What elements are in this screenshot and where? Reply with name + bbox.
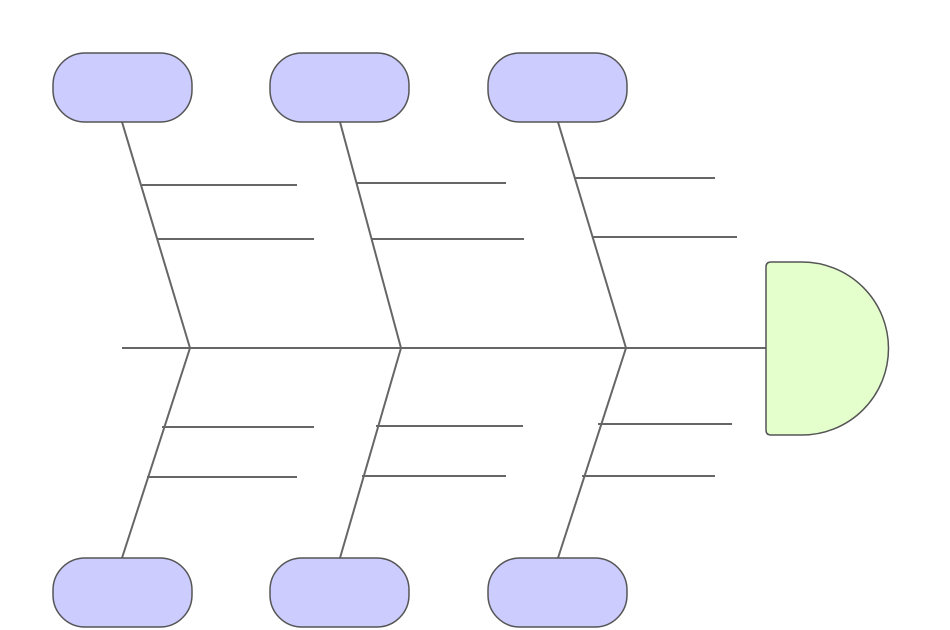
rib-line xyxy=(121,121,191,349)
rib-line xyxy=(557,347,627,559)
category-bone-bottom-2 xyxy=(339,347,523,559)
category-box-bottom-3[interactable] xyxy=(487,557,628,628)
category-bone-bottom-3 xyxy=(557,347,732,559)
category-bone-bottom-1 xyxy=(121,347,314,559)
effect-head[interactable] xyxy=(765,261,890,436)
category-bone-top-3 xyxy=(557,121,737,349)
category-shape xyxy=(487,557,628,628)
category-bone-top-2 xyxy=(339,121,524,349)
category-box-bottom-2[interactable] xyxy=(269,557,410,628)
category-shape xyxy=(52,52,193,123)
category-box-top-2[interactable] xyxy=(269,52,410,123)
category-shape xyxy=(52,557,193,628)
rib-line xyxy=(557,121,627,349)
category-shape xyxy=(487,52,628,123)
rib-line xyxy=(121,347,191,559)
category-shape xyxy=(269,52,410,123)
rib-line xyxy=(339,347,402,559)
rib-line xyxy=(339,121,402,349)
category-box-bottom-1[interactable] xyxy=(52,557,193,628)
category-bone-top-1 xyxy=(121,121,314,349)
category-box-top-1[interactable] xyxy=(52,52,193,123)
effect-shape xyxy=(765,261,890,436)
category-box-top-3[interactable] xyxy=(487,52,628,123)
category-shape xyxy=(269,557,410,628)
